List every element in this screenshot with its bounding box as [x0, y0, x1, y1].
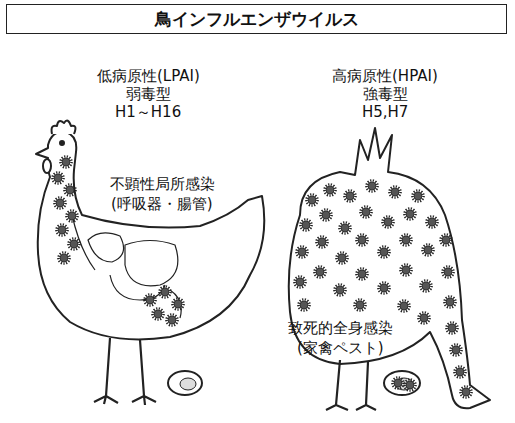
infection-label: 不顕性局所感染 [110, 175, 215, 193]
title: 鳥インフルエンザウイルス [155, 9, 359, 29]
pathogenicity-label: 高病原性(HPAI) [332, 67, 438, 85]
egg [384, 371, 420, 395]
virulence-label: 弱毒型 [126, 85, 171, 103]
egg [168, 371, 202, 395]
comb [52, 121, 76, 134]
sick-chicken [289, 128, 490, 408]
yolk [180, 378, 196, 390]
infection-label: 致死的全身感染 [288, 319, 393, 337]
virulence-label: 強毒型 [363, 85, 408, 103]
virus-particles [53, 157, 472, 398]
legs [94, 338, 156, 405]
infection-site: (呼吸器・腸管) [111, 195, 213, 213]
eye [60, 141, 64, 145]
organ [72, 215, 181, 318]
pathogenicity-label: 低病原性(LPAI) [97, 67, 200, 85]
subtype-label: H1～H16 [115, 103, 181, 121]
subtype-label: H5,H7 [362, 103, 408, 121]
healthy-chicken [36, 132, 264, 340]
legs [326, 360, 376, 410]
wattle [43, 159, 51, 173]
disease-name: (家禽ペスト) [297, 339, 384, 357]
